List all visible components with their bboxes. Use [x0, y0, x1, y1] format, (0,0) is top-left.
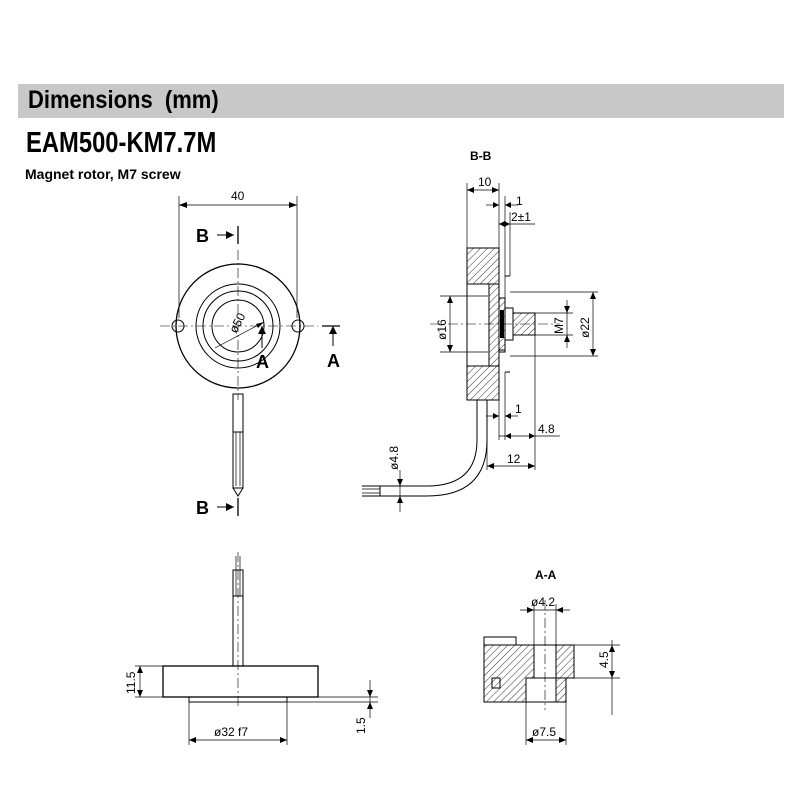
side-flange — [162, 665, 319, 698]
dim-12-text: 12 — [507, 452, 521, 466]
dim-40-text: 40 — [231, 189, 245, 203]
dim-d22-arrow-top — [590, 292, 596, 299]
dim-4-8-arrow-right — [529, 433, 535, 439]
section-a-right-arrowhead — [329, 326, 337, 334]
dim-10-arrow-left — [467, 187, 474, 193]
flange-lower-section — [466, 365, 500, 401]
dim-2-arrow-left — [499, 221, 505, 227]
dim-d32-arrow-right — [280, 737, 287, 743]
dim-d16-text: ø16 — [435, 319, 449, 340]
dim-12-arrow-left — [487, 463, 494, 469]
dim-d4-8-arrow-bottom — [397, 496, 403, 503]
dim-d7-5-arrow-right — [559, 737, 566, 743]
dim-d7-5-text: ø7.5 — [532, 725, 556, 739]
section-a-label-right: A — [327, 351, 340, 371]
dim-d7-5-arrow-left — [526, 737, 533, 743]
dim-d4-2-arrow-left — [527, 607, 534, 613]
dim-40-arrow-right — [289, 202, 297, 208]
dim-11-5-arrow-top — [137, 666, 143, 673]
dim-1-bottom-arrow-left — [493, 413, 499, 419]
dim-11-5-text: 11.5 — [124, 671, 138, 694]
dim-4-8-arrow-left — [505, 433, 511, 439]
dim-1-5-text: 1.5 — [354, 717, 368, 734]
aa-body-right-hatched — [555, 644, 575, 703]
dim-1-bottom-arrow-right — [505, 413, 511, 419]
dim-12-arrow-right — [528, 463, 535, 469]
dim-10-text: 10 — [478, 175, 492, 189]
cable-bend-inner — [362, 400, 488, 497]
dim-m7-arrow-bottom — [564, 335, 570, 342]
diameter-arrow — [256, 322, 264, 328]
dim-2-arrow-right — [504, 221, 510, 227]
aa-top-tab — [483, 636, 517, 646]
dim-d4-8-text: ø4.8 — [387, 446, 401, 470]
section-bb-title: B-B — [470, 149, 492, 163]
section-bb-view: B-B 10 1 — [362, 149, 598, 512]
dim-d4-8-arrow-top — [397, 479, 403, 486]
dim-d16-arrow-bottom — [447, 345, 453, 352]
dim-1-bottom-text: 1 — [515, 402, 522, 416]
front-view: ø50 40 B B A A — [160, 189, 340, 518]
section-a-center-arrowhead — [258, 326, 266, 334]
dim-1-top-text: 1 — [516, 194, 523, 208]
dim-d4-2-text: ø4.2 — [531, 595, 555, 609]
dim-4-5-arrow-bottom — [609, 671, 615, 678]
section-b-bottom-arrowhead — [226, 503, 234, 511]
dim-1-5-arrow-bottom — [367, 702, 373, 709]
dim-m7-text: M7 — [552, 317, 566, 334]
side-view: 11.5 ø32 f7 1.5 — [124, 552, 378, 745]
dim-d22-text: ø22 — [578, 317, 592, 338]
dim-d32-arrow-left — [189, 737, 196, 743]
model-name: EAM500-KM7.7M — [26, 127, 217, 159]
header-bar: Dimensions (mm) — [18, 84, 784, 118]
dim-2-text: 2±1 — [511, 210, 531, 224]
cable-tip — [232, 487, 244, 497]
model-subtitle: Magnet rotor, M7 screw — [25, 166, 181, 182]
dim-d16-arrow-top — [447, 296, 453, 303]
section-b-label-top: B — [196, 226, 209, 246]
dim-4-5-text: 4.5 — [597, 651, 611, 668]
dim-d4-2-arrow-right — [556, 607, 563, 613]
diameter-leader — [214, 321, 265, 349]
section-a-label-center: A — [256, 352, 269, 372]
aa-bore-large — [525, 677, 567, 703]
dim-d22-arrow-bottom — [590, 349, 596, 356]
dim-1-top-arrow-right — [505, 202, 511, 208]
page-title: Dimensions (mm) — [28, 86, 219, 114]
dim-d32-text: ø32 f7 — [214, 725, 248, 739]
dim-1-5-arrow-top — [367, 690, 373, 697]
dim-11-5-arrow-bottom — [137, 690, 143, 697]
section-aa-view: A-A ø4.2 4.5 ø7.5 — [483, 568, 620, 745]
dim-10-arrow-right — [492, 187, 499, 193]
section-b-top-arrowhead — [226, 231, 234, 239]
section-aa-title: A-A — [535, 568, 557, 582]
section-b-label-bottom: B — [196, 498, 209, 518]
dim-m7-arrow-top — [564, 306, 570, 313]
dim-4-5-arrow-top — [609, 645, 615, 652]
cable-body — [232, 393, 244, 489]
cable-bend-outer — [362, 400, 478, 487]
dim-40-arrow-left — [179, 202, 187, 208]
dim-4-8-text: 4.8 — [538, 422, 555, 436]
dim-1-top-arrow-left — [493, 202, 499, 208]
flange-upper-section — [466, 247, 500, 285]
aa-side-slot — [491, 677, 501, 689]
